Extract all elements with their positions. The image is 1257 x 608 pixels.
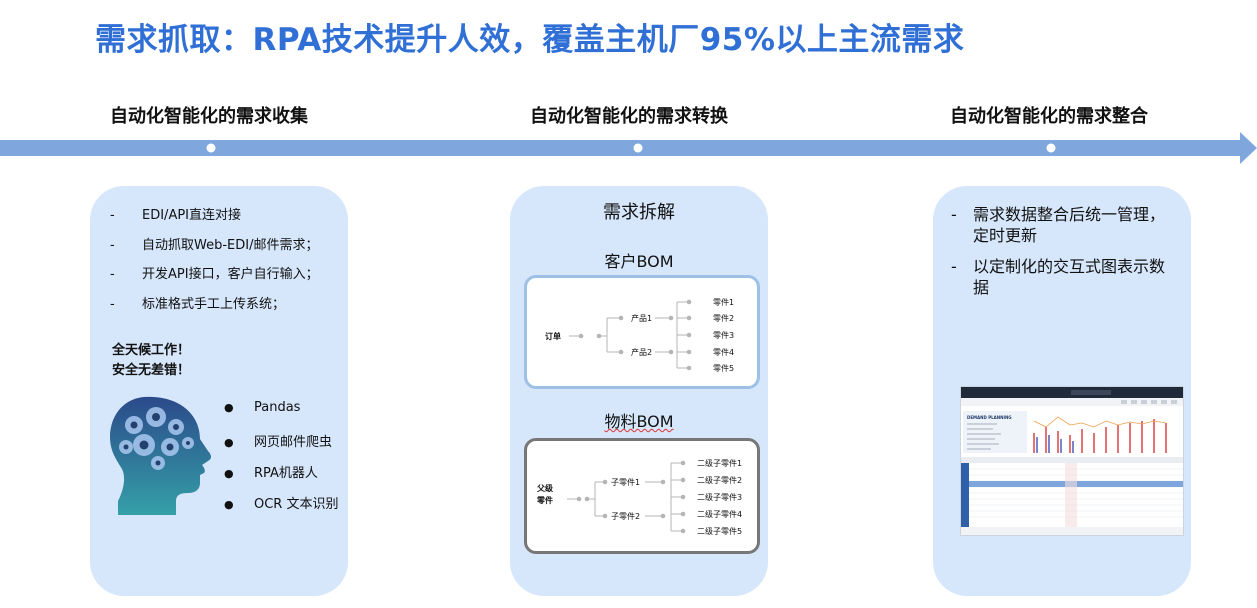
integrate-panel: -需求数据整合后统一管理，定时更新 -以定制化的交互式图表示数据 DEMAND …: [933, 186, 1191, 596]
list-item: -以定制化的交互式图表示数据: [951, 257, 1166, 297]
list-item: ●OCR 文本识别: [224, 497, 339, 512]
tree-node: 产品2: [631, 347, 652, 357]
list-item: -标准格式手工上传系统；: [110, 296, 286, 312]
tree-leaf: 二级子零件4: [697, 509, 742, 519]
page-title: 需求抓取：RPA技术提升人效，覆盖主机厂95%以上主流需求: [95, 22, 965, 58]
customer-bom-tree: 订单 产品1 产品2 零件1 零件2 零件3 零件4 零件5: [524, 275, 760, 389]
collect-methods-list: -EDI/API直连对接 -自动抓取Web-EDI/邮件需求； -开发API接口…: [110, 204, 319, 322]
timeline-arrow: [0, 132, 1257, 164]
integrate-list: -需求数据整合后统一管理，定时更新 -以定制化的交互式图表示数据: [951, 204, 1173, 308]
tree-leaf: 二级子零件3: [697, 492, 742, 502]
timeline-dot: [206, 143, 216, 153]
customer-bom-title: 客户BOM: [604, 252, 674, 271]
list-item: ●RPA机器人: [224, 466, 318, 481]
list-item: -自动抓取Web-EDI/邮件需求；: [110, 237, 319, 253]
list-item: -需求数据整合后统一管理，定时更新: [951, 205, 1166, 245]
brain-gears-head-icon: [110, 396, 211, 515]
stage-label-integrate: 自动化智能化的需求整合: [950, 106, 1148, 127]
tree-node: 产品1: [631, 313, 652, 323]
dashboard-label: DEMAND PLANNING: [967, 415, 1012, 420]
stage-label-convert: 自动化智能化的需求转换: [530, 106, 728, 127]
list-item: -EDI/API直连对接: [110, 208, 242, 223]
tools-list: ●Pandas ●网页邮件爬虫 ●RPA机器人 ●OCR 文本识别: [224, 400, 338, 524]
dashboard-mini-chart: [1033, 416, 1167, 453]
timeline-dot: [1046, 143, 1056, 153]
tree-node: 子零件2: [611, 511, 640, 521]
tree-leaf: 零件5: [713, 363, 734, 373]
timeline-dot: [633, 143, 643, 153]
stage-label-collect: 自动化智能化的需求收集: [110, 106, 308, 127]
tree-leaf: 二级子零件5: [697, 526, 742, 536]
tree-leaf: 零件4: [713, 347, 734, 357]
list-item: ●Pandas: [224, 400, 301, 415]
tree-leaf: 二级子零件1: [697, 458, 742, 468]
list-item: -开发API接口，客户自行输入；: [110, 267, 319, 282]
tree-node-root: 父级零件: [537, 484, 553, 505]
tree-leaf: 零件2: [713, 313, 734, 323]
material-bom-tree: 父级零件 子零件1 子零件2 二级子零件1 二级子零件2 二级子零件3 二级子零…: [524, 438, 760, 554]
list-item: ●网页邮件爬虫: [224, 435, 333, 450]
tree-leaf: 零件1: [713, 297, 734, 307]
slogan: 全天候工作！ 安全无差错！: [112, 343, 191, 378]
tree-node-root: 订单: [545, 331, 561, 341]
panel-heading: 需求拆解: [603, 202, 675, 223]
collect-panel: -EDI/API直连对接 -自动抓取Web-EDI/邮件需求； -开发API接口…: [90, 186, 348, 596]
tree-leaf: 二级子零件2: [697, 475, 742, 485]
material-bom-title: 物料BOM: [604, 412, 674, 431]
dashboard-screenshot: DEMAND PLANNING: [960, 386, 1184, 536]
tree-node: 子零件1: [611, 477, 640, 487]
tree-leaf: 零件3: [713, 330, 734, 340]
convert-panel: 需求拆解 客户BOM 订单 产品1 产品2: [510, 186, 768, 596]
